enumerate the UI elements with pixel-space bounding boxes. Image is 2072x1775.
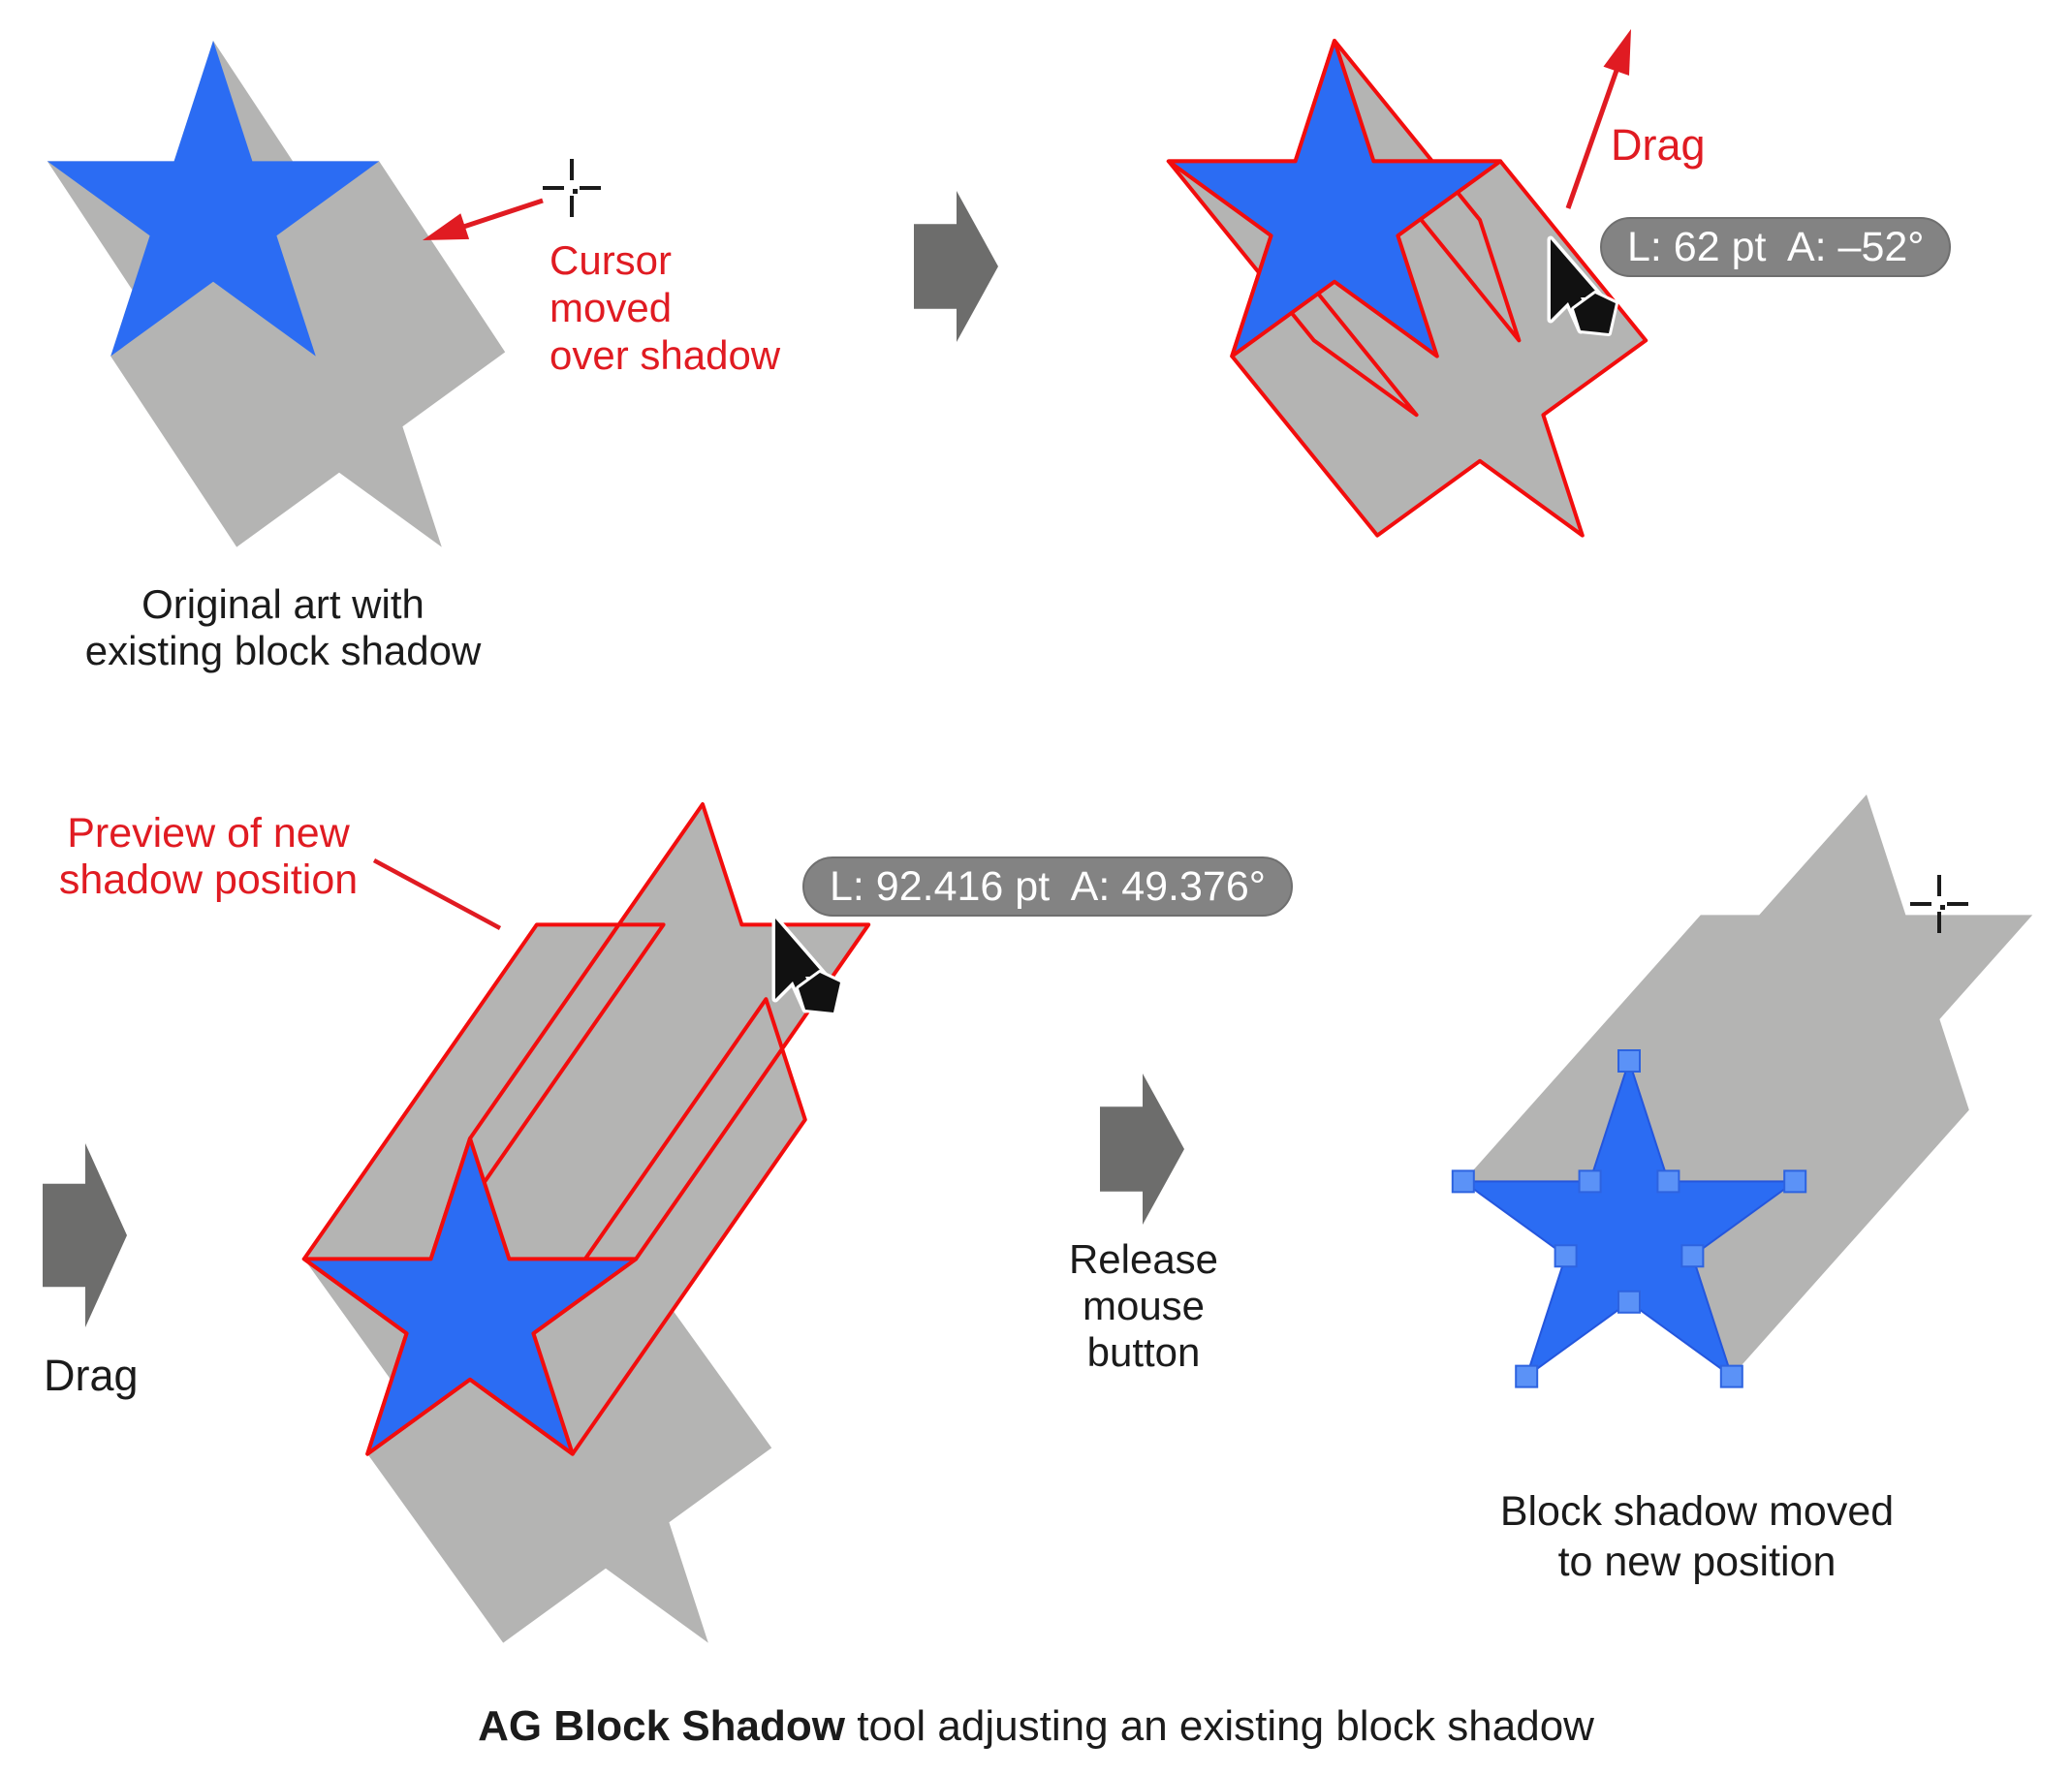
anchor-point: [1578, 1169, 1602, 1194]
red-arrow-shaft: [1565, 55, 1624, 209]
annotation-line: moved: [549, 285, 673, 330]
panel1-caption: Original art with existing block shadow: [60, 581, 506, 674]
star-shape: [301, 1137, 639, 1456]
anchor-point: [1656, 1169, 1680, 1194]
annotation-line: over shadow: [549, 332, 781, 378]
measurement-tooltip: L: 62 pt A: –52°: [1600, 217, 1952, 277]
red-arrowhead-icon: [1603, 29, 1631, 76]
label-line: Release: [1068, 1236, 1219, 1282]
label-line: shadow position: [58, 856, 359, 903]
anchor-point: [1451, 1169, 1475, 1194]
anchor-point: [1680, 1244, 1705, 1268]
step-arrow-icon: [914, 191, 998, 342]
anchor-point: [1719, 1364, 1743, 1388]
red-arrowhead-icon: [423, 213, 470, 240]
cursor-annotation: Cursor moved over shadow: [549, 236, 780, 379]
tool-cursor-flag-icon: [1571, 291, 1618, 336]
caption-bold: AG Block Shadow: [478, 1702, 846, 1750]
caption-line: existing block shadow: [84, 628, 482, 673]
red-arrow-shaft: [449, 198, 544, 234]
annotation-line: Cursor: [549, 237, 673, 283]
anchor-point: [1554, 1244, 1578, 1268]
crosshair-dot-icon: [573, 189, 578, 194]
label-line: Preview of new: [67, 810, 350, 856]
panel4-caption: Block shadow moved to new position: [1474, 1486, 1920, 1587]
star-shape: [1166, 39, 1503, 358]
release-label: Release mouse button: [1037, 1236, 1250, 1376]
crosshair-dot-icon: [1940, 905, 1945, 910]
star-shape: [47, 41, 380, 357]
anchor-point: [1617, 1049, 1641, 1073]
step-arrow-icon: [43, 1143, 127, 1327]
preview-label: Preview of new shadow position: [48, 810, 368, 903]
measurement-tooltip: L: 92.416 pt A: 49.376°: [802, 856, 1293, 917]
anchor-point: [1783, 1169, 1807, 1194]
label-line: mouse: [1082, 1283, 1206, 1328]
anchor-point: [1617, 1290, 1641, 1314]
block-shadow: [1462, 794, 2033, 1377]
label-line: button: [1086, 1329, 1201, 1375]
caption-line: Original art with: [141, 581, 424, 627]
caption-rest: tool adjusting an existing block shadow: [845, 1702, 1594, 1750]
caption-line: to new position: [1557, 1539, 1837, 1585]
caption-line: Block shadow moved: [1499, 1488, 1895, 1535]
step-arrow-icon: [1100, 1074, 1184, 1225]
leader-line: [372, 858, 502, 930]
anchor-point: [1515, 1364, 1539, 1388]
drag-label: Drag: [1611, 120, 1706, 170]
drag-label: Drag: [44, 1351, 139, 1400]
tool-cursor-flag-icon: [796, 970, 843, 1015]
figure-caption: AG Block Shadow tool adjusting an existi…: [0, 1702, 2072, 1751]
